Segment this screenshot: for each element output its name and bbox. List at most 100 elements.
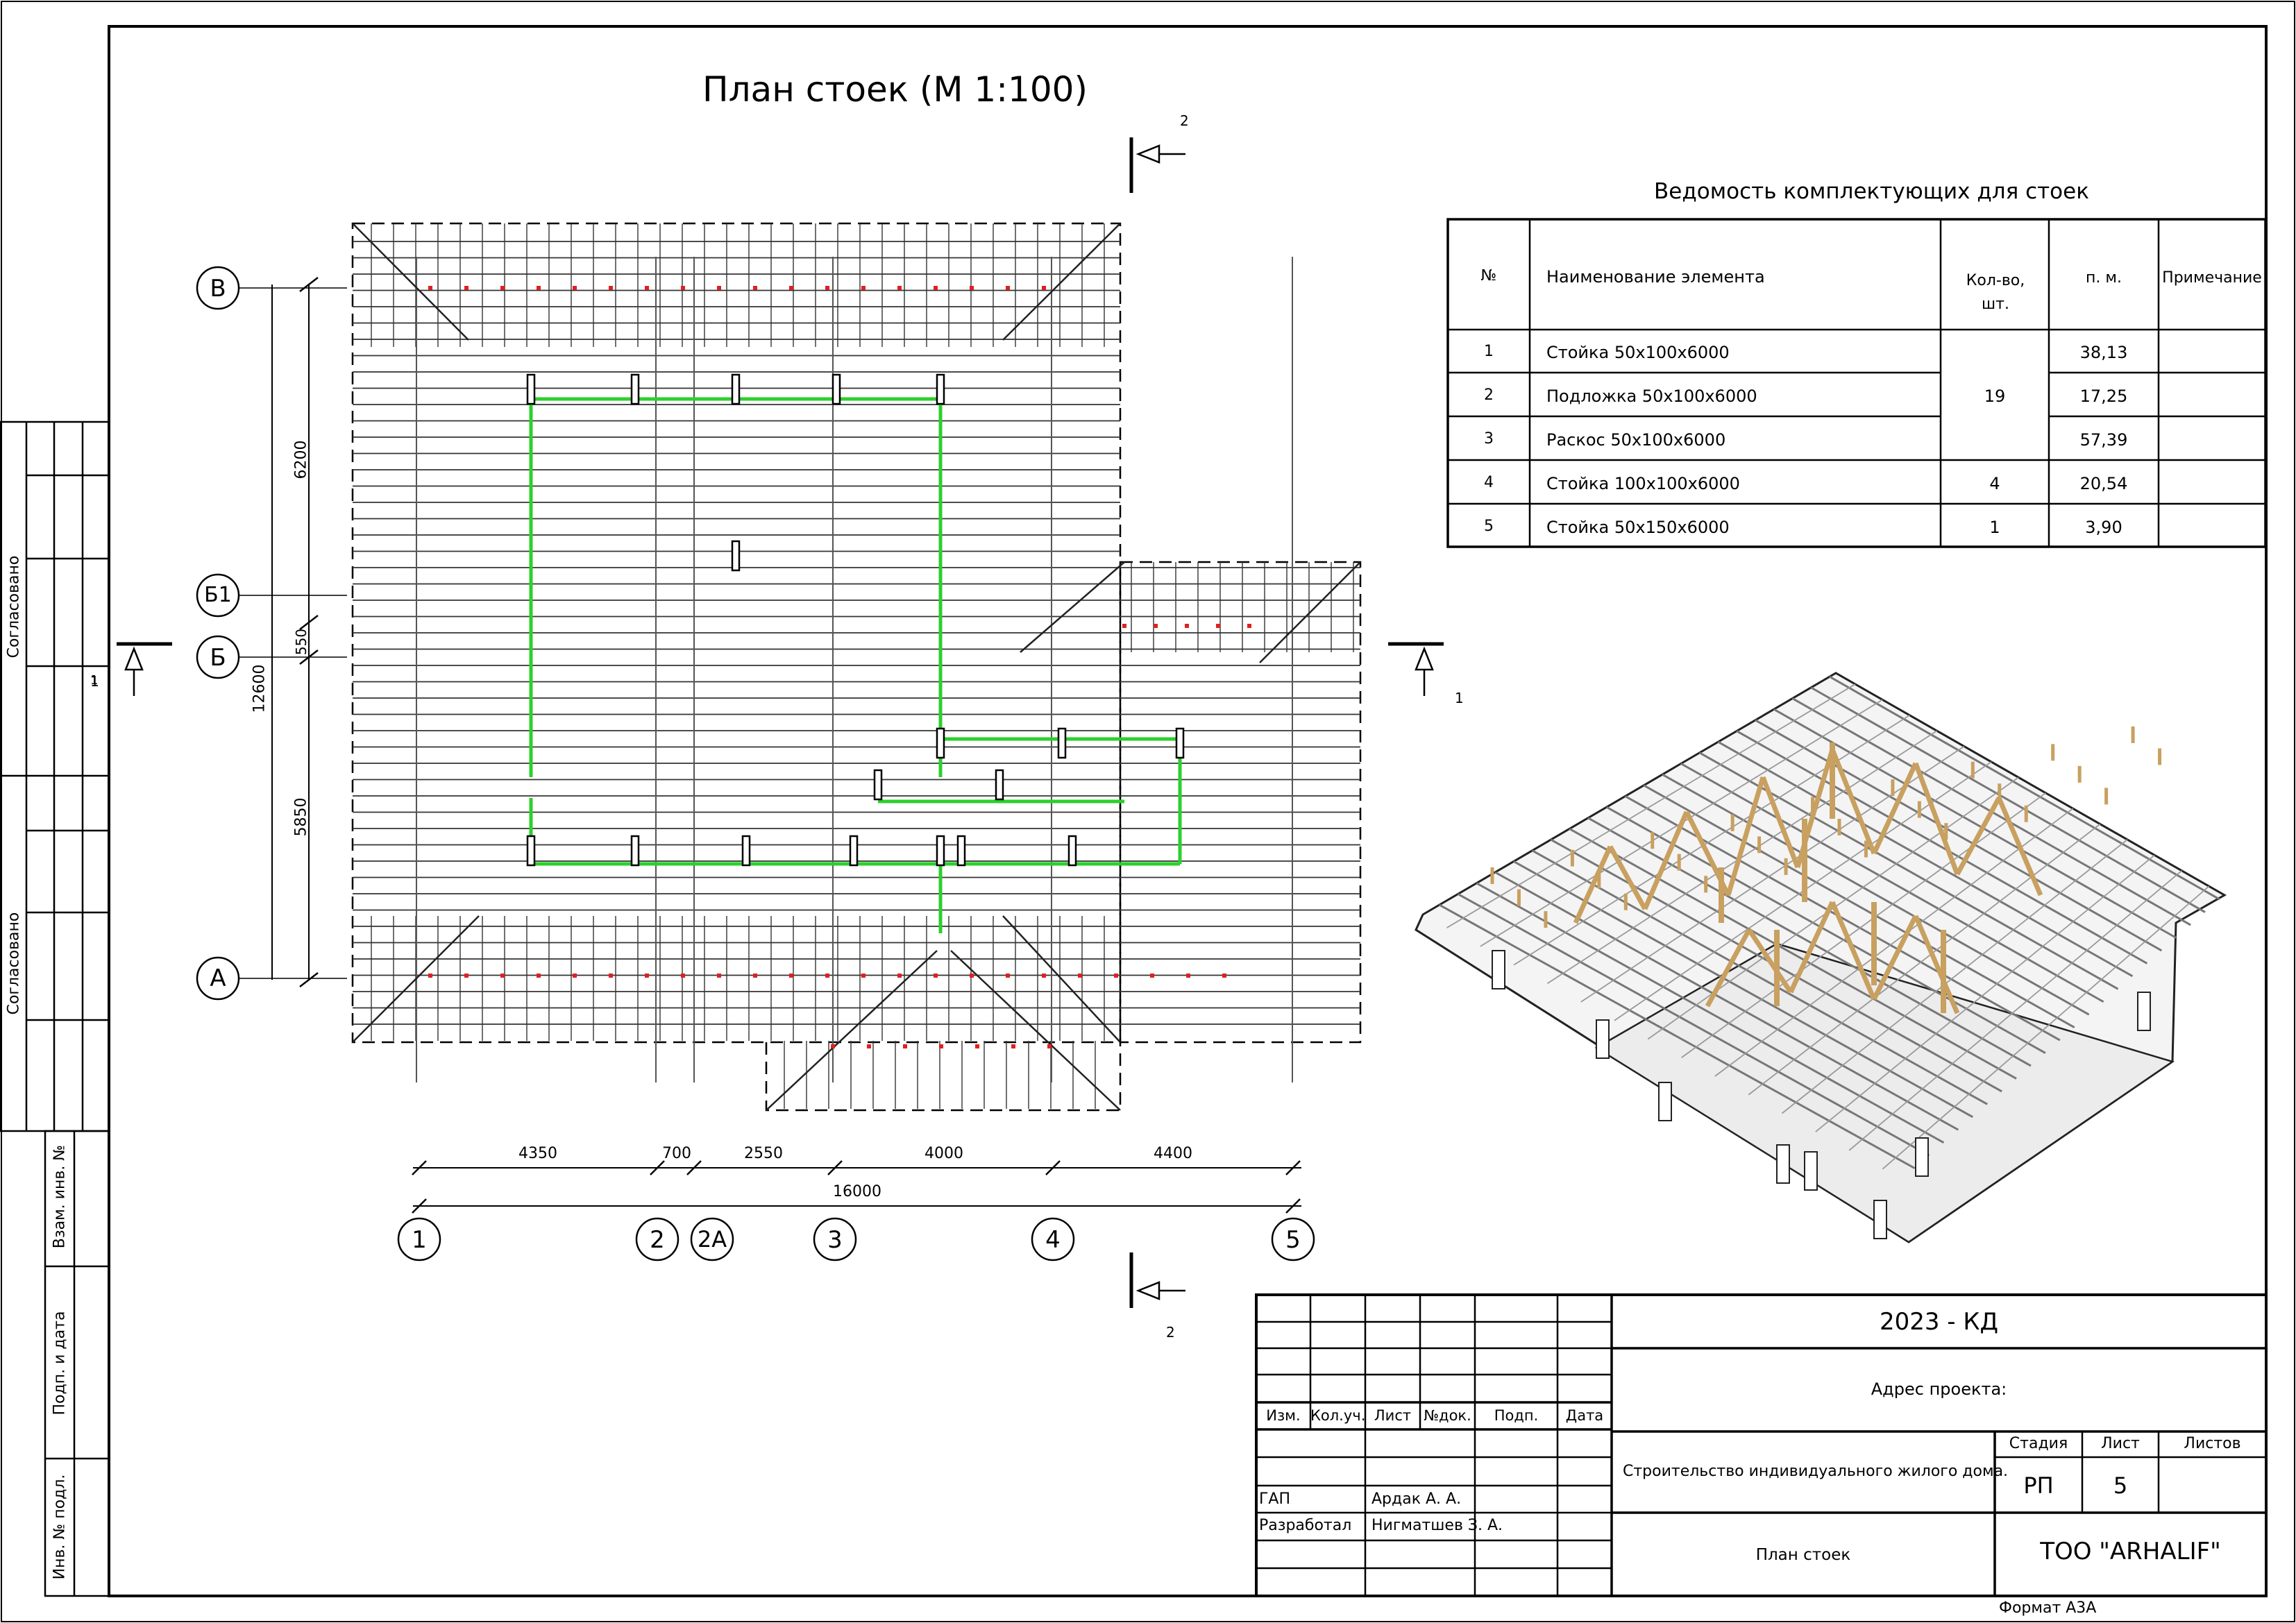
red-node-top-0 (428, 286, 432, 290)
red-node-bottom-16 (1006, 974, 1010, 978)
dim-2550: 2550 (729, 1145, 798, 1162)
red-node-wing-0 (1122, 624, 1126, 628)
red-node-bottom-10 (789, 974, 793, 978)
red-node-bottom-6 (645, 974, 649, 978)
red-node-porch-1 (867, 1044, 871, 1048)
iso-pier-1 (1596, 1020, 1609, 1058)
th-name: Наименование элемента (1546, 267, 1765, 287)
plan-outline-wing (1120, 562, 1360, 1042)
red-node-top-2 (500, 286, 505, 290)
post-symbol-0 (527, 375, 534, 404)
red-node-bottom-5 (609, 974, 613, 978)
post-symbol-14 (1058, 729, 1065, 758)
inv-swap-label: Взам. инв. № (51, 1128, 69, 1266)
red-node-bottom-15 (970, 974, 974, 978)
red-node-porch-3 (939, 1044, 943, 1048)
iso-pier-6 (2138, 992, 2150, 1030)
tb-header-izm: Изм. (1256, 1407, 1310, 1424)
row-axis-v: В (196, 275, 239, 303)
red-node-top-13 (897, 286, 902, 290)
red-node-bottom-7 (681, 974, 685, 978)
red-node-bottom-18 (1078, 974, 1082, 978)
gap-role: ГАП (1259, 1490, 1290, 1508)
red-node-top-9 (753, 286, 757, 290)
red-node-porch-2 (903, 1044, 907, 1048)
red-node-top-11 (825, 286, 829, 290)
red-node-bottom-0 (428, 974, 432, 978)
red-node-top-12 (861, 286, 866, 290)
red-node-top-5 (609, 286, 613, 290)
post-symbol-9 (937, 836, 944, 865)
red-node-bottom-19 (1114, 974, 1118, 978)
row5-quantity: 1 (1941, 518, 2049, 537)
hip-line-7 (1260, 562, 1360, 663)
iso-pier-4 (1805, 1152, 1817, 1190)
red-node-wing-3 (1216, 624, 1220, 628)
post-symbol-10 (958, 836, 965, 865)
post-symbol-15 (1176, 729, 1183, 758)
red-node-porch-5 (1011, 1044, 1015, 1048)
sheets-label: Листов (2159, 1435, 2266, 1452)
red-node-top-7 (681, 286, 685, 290)
dim-700: 700 (652, 1145, 701, 1162)
developer-name: Нигматшев З. А. (1371, 1517, 1503, 1534)
red-node-bottom-3 (537, 974, 541, 978)
red-node-bottom-14 (934, 974, 938, 978)
row-axis-a: А (196, 965, 239, 992)
dim-4350: 4350 (486, 1145, 590, 1162)
red-node-bottom-17 (1042, 974, 1046, 978)
red-node-bottom-9 (753, 974, 757, 978)
row3-number: 3 (1448, 430, 1530, 448)
row5-length: 3,90 (2049, 518, 2159, 537)
red-node-wing-1 (1154, 624, 1158, 628)
post-symbol-12 (875, 770, 881, 799)
col-axis-2: 2 (635, 1226, 679, 1254)
sheet-value: 5 (2082, 1472, 2159, 1499)
agreed-label-2: Согласовано (6, 867, 23, 1061)
iso-pier-2 (1659, 1082, 1671, 1121)
post-symbol-11 (1069, 836, 1076, 865)
red-node-wing-2 (1185, 624, 1189, 628)
red-node-top-10 (789, 286, 793, 290)
column-plan (197, 223, 1360, 1260)
post-symbol-17 (937, 729, 944, 758)
col-axis-3: 3 (813, 1226, 857, 1254)
section-mark-right-label: 1 (1455, 690, 1464, 706)
post-symbol-4 (937, 375, 944, 404)
section-mark-top-label: 2 (1180, 112, 1189, 129)
project-name: Строительство индивидуального жилого дом… (1623, 1463, 2008, 1480)
row2-length: 17,25 (2049, 386, 2159, 406)
red-node-top-1 (464, 286, 469, 290)
red-node-top-14 (934, 286, 938, 290)
iso-pier-5 (1874, 1200, 1886, 1239)
row4-quantity: 4 (1941, 474, 2049, 493)
sheet-title: План стоек (М 1:100) (702, 69, 1088, 110)
row1-length: 38,13 (2049, 343, 2159, 362)
dim-5850: 5850 (293, 783, 310, 852)
red-node-bottom-22 (1222, 974, 1226, 978)
row4-length: 20,54 (2049, 474, 2159, 493)
post-symbol-13 (996, 770, 1003, 799)
iso-pier-0 (1492, 951, 1505, 989)
post-symbol-16 (732, 541, 739, 570)
red-node-top-3 (537, 286, 541, 290)
section-mark-bottom-label: 2 (1166, 1324, 1175, 1341)
red-node-bottom-2 (500, 974, 505, 978)
iso-pier-3 (1777, 1145, 1789, 1183)
tb-header-date: Дата (1558, 1407, 1612, 1424)
post-symbol-1 (632, 375, 639, 404)
row-axis-b: Б (196, 644, 239, 672)
row1-number: 1 (1448, 343, 1530, 360)
section-marks (117, 137, 1444, 1308)
dim-16000: 16000 (819, 1183, 895, 1200)
red-node-bottom-11 (825, 974, 829, 978)
agreed-cell-value: 1 (90, 673, 98, 688)
red-node-top-6 (645, 286, 649, 290)
sheet-format: Формат А3А (1999, 1599, 2096, 1617)
agreed-label-1: Согласовано (6, 510, 23, 704)
red-node-top-17 (1042, 286, 1046, 290)
tb-header-list: Лист (1365, 1407, 1420, 1424)
row-axis-b1: Б1 (196, 583, 239, 607)
inv-orig-label: Инв. № подл. (51, 1458, 69, 1597)
th-length: п. м. (2049, 269, 2159, 287)
